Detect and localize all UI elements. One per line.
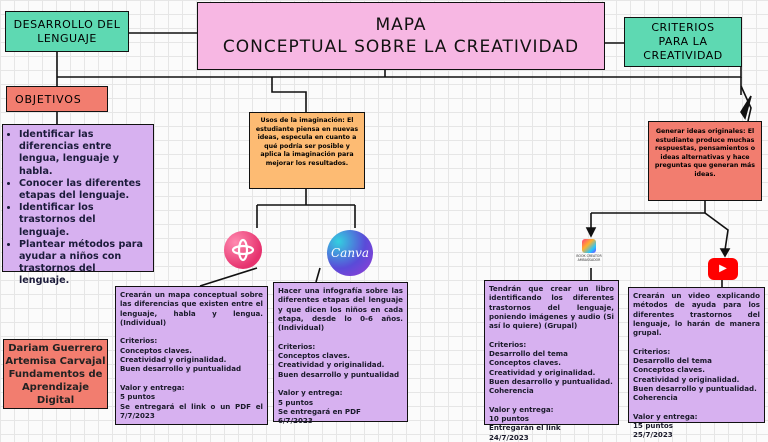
title-line-1: MAPA	[375, 15, 427, 35]
book-creator-caption: BOOK CREATOR AMBASSADOR	[576, 254, 602, 262]
original-ideas-box: Generar ideas originales: El estudiante …	[648, 121, 762, 201]
book-creator-logo-icon: BOOK CREATOR AMBASSADOR	[571, 239, 607, 269]
criteria-line-1: CRITERIOS	[651, 21, 715, 34]
canvas-logo-icon	[224, 231, 262, 269]
connector-lines	[56, 32, 752, 287]
canvas-flower-icon	[231, 238, 255, 262]
title-box: MAPA CONCEPTUAL SOBRE LA CREATIVIDAD	[197, 2, 605, 70]
youtube-logo-icon: ▶	[708, 258, 738, 280]
creativity-criteria-box: CRITERIOS PARA LA CREATIVIDAD	[624, 17, 742, 67]
task-infographic: Hacer una infografía sobre las diferente…	[273, 282, 408, 425]
canva-logo-icon: Canva	[327, 230, 373, 276]
criteria-line-3: CREATIVIDAD	[643, 49, 723, 62]
task-video: Crearán un video explicando métodos de a…	[628, 287, 765, 439]
title-line-2: CONCEPTUAL SOBRE LA CREATIVIDAD	[222, 37, 580, 57]
author-line-4: Aprendizaje Digital	[21, 381, 90, 406]
objective-item: Plantear métodos para ayudar a niños con…	[19, 239, 149, 288]
objective-item: Identificar las diferencias entre lengua…	[19, 129, 149, 178]
language-development-box: DESARROLLO DEL LENGUAJE	[5, 11, 129, 52]
task-book: Tendrán que crear un libro identificando…	[484, 280, 619, 442]
criteria-line-2: PARA LA	[658, 35, 708, 48]
objectives-box: OBJETIVOS	[6, 86, 108, 112]
author-line-3: Fundamentos de	[8, 368, 103, 380]
youtube-play-icon: ▶	[719, 263, 727, 274]
objectives-list: Identificar las diferencias entre lengua…	[2, 124, 154, 286]
imagination-box: Usos de la imaginación: El estudiante pi…	[249, 112, 365, 189]
task-concept-map: Crearán un mapa conceptual sobre las dif…	[115, 286, 268, 425]
author-box: Dariam Guerrero Artemisa Carvajal Fundam…	[3, 339, 108, 409]
objective-item: Identificar los trastornos del lenguaje.	[19, 202, 149, 239]
author-line-2: Artemisa Carvajal	[5, 355, 106, 367]
author-line-1: Dariam Guerrero	[8, 342, 103, 354]
objective-item: Conocer las diferentes etapas del lengua…	[19, 178, 149, 202]
book-creator-square-icon	[582, 239, 596, 253]
